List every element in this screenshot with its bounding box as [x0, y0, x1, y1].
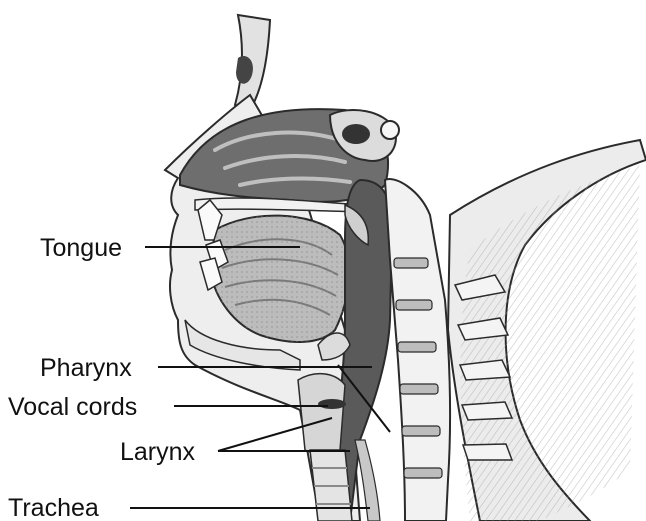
larynx-cartilage [298, 374, 345, 454]
vocal-cords-icon [318, 399, 346, 409]
label-vocal-cords: Vocal cords [8, 393, 137, 421]
label-larynx: Larynx [120, 438, 196, 466]
label-trachea: Trachea [8, 494, 99, 521]
label-pharynx: Pharynx [40, 354, 132, 382]
label-tongue: Tongue [40, 234, 122, 262]
pituitary-icon [381, 121, 399, 139]
sinus-opening-icon [342, 124, 370, 144]
